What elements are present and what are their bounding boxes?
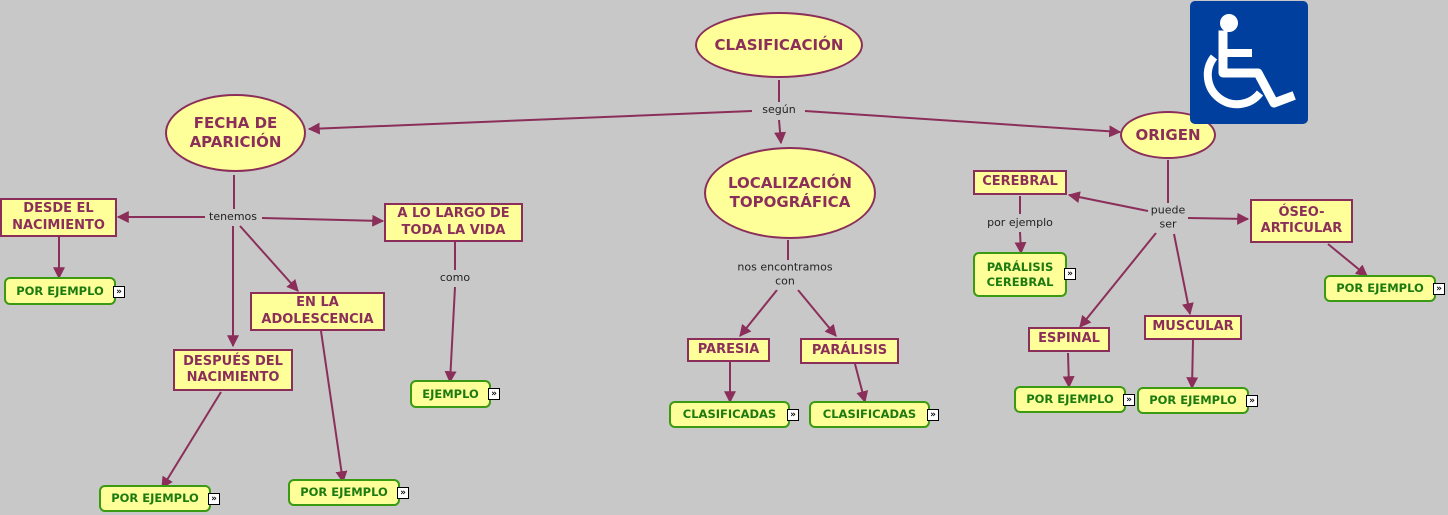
link-line	[261, 214, 385, 227]
more-resources-icon[interactable]: »	[1433, 283, 1445, 295]
link-line	[804, 110, 1122, 138]
link-line	[1062, 352, 1075, 389]
more-resources-icon[interactable]: »	[397, 487, 409, 499]
link-line	[774, 119, 787, 145]
concept-paresia[interactable]: PARESIA	[687, 338, 770, 362]
link-label-por-ejemplo: por ejemplo	[985, 215, 1055, 231]
link-line	[1187, 212, 1250, 225]
link-line	[1014, 231, 1027, 255]
resource-desde-ejemplo[interactable]: POR EJEMPLO	[4, 277, 116, 305]
more-resources-icon[interactable]: »	[927, 409, 939, 421]
link-line	[161, 391, 222, 490]
concept-espinal[interactable]: ESPINAL	[1028, 327, 1110, 352]
resource-adol-ejemplo[interactable]: POR EJEMPLO	[288, 479, 400, 506]
link-line	[320, 330, 348, 484]
link-line	[1327, 243, 1368, 277]
link-line	[239, 225, 299, 292]
resource-espinal-ejemplo[interactable]: POR EJEMPLO	[1014, 386, 1126, 413]
concept-paralisis[interactable]: PARÁLISIS	[800, 338, 899, 364]
resource-paresia-clasificadas[interactable]: CLASIFICADAS	[669, 401, 790, 428]
concept-clasificacion[interactable]: CLASIFICACIÓN	[695, 12, 863, 78]
concept-despues-nacimiento[interactable]: DESPUÉS DEL NACIMIENTO	[173, 349, 293, 391]
resource-paralisis-cerebral[interactable]: PARÁLISIS CEREBRAL	[973, 252, 1067, 297]
concept-cerebral[interactable]: CEREBRAL	[973, 170, 1067, 195]
more-resources-icon[interactable]: »	[113, 286, 125, 298]
link-line	[739, 289, 778, 337]
resource-muscular-ejemplo[interactable]: POR EJEMPLO	[1137, 387, 1249, 414]
concept-adolescencia[interactable]: EN LA ADOLESCENCIA	[250, 292, 385, 331]
more-resources-icon[interactable]: »	[787, 409, 799, 421]
concept-localizacion-topografica[interactable]: LOCALIZACIÓN TOPOGRÁFICA	[704, 147, 876, 239]
concept-oseo-articular[interactable]: ÓSEO- ARTICULAR	[1250, 199, 1353, 243]
concept-a-lo-largo[interactable]: A LO LARGO DE TODA LA VIDA	[384, 203, 523, 242]
link-line	[1067, 191, 1149, 212]
link-line	[854, 363, 869, 404]
link-label-tenemos: tenemos	[207, 209, 259, 225]
link-line	[307, 110, 753, 135]
link-label-nos-encontramos: nos encontramos con	[735, 260, 835, 290]
concept-fecha-aparicion[interactable]: FECHA DE APARICIÓN	[165, 94, 306, 172]
link-line	[444, 286, 457, 384]
concept-muscular[interactable]: MUSCULAR	[1144, 315, 1242, 340]
concept-desde-nacimiento[interactable]: DESDE EL NACIMIENTO	[0, 198, 117, 237]
link-label-puede-ser: puede ser	[1148, 203, 1188, 233]
link-line	[797, 289, 837, 337]
more-resources-icon[interactable]: »	[488, 388, 500, 400]
link-label-como: como	[437, 270, 473, 286]
more-resources-icon[interactable]: »	[1123, 394, 1135, 406]
resource-alargo-ejemplo[interactable]: EJEMPLO	[410, 380, 491, 408]
link-line	[1173, 233, 1194, 316]
resource-paralisis-clasificadas[interactable]: CLASIFICADAS	[809, 401, 930, 428]
resource-oseo-ejemplo[interactable]: POR EJEMPLO	[1324, 275, 1436, 302]
wheelchair-icon	[1190, 1, 1308, 124]
link-line	[1186, 339, 1199, 390]
link-label-segun: según	[760, 102, 798, 118]
resource-despues-ejemplo[interactable]: POR EJEMPLO	[99, 485, 211, 512]
more-resources-icon[interactable]: »	[208, 493, 220, 505]
more-resources-icon[interactable]: »	[1064, 268, 1076, 280]
more-resources-icon[interactable]: »	[1246, 395, 1258, 407]
link-line	[1079, 232, 1157, 328]
